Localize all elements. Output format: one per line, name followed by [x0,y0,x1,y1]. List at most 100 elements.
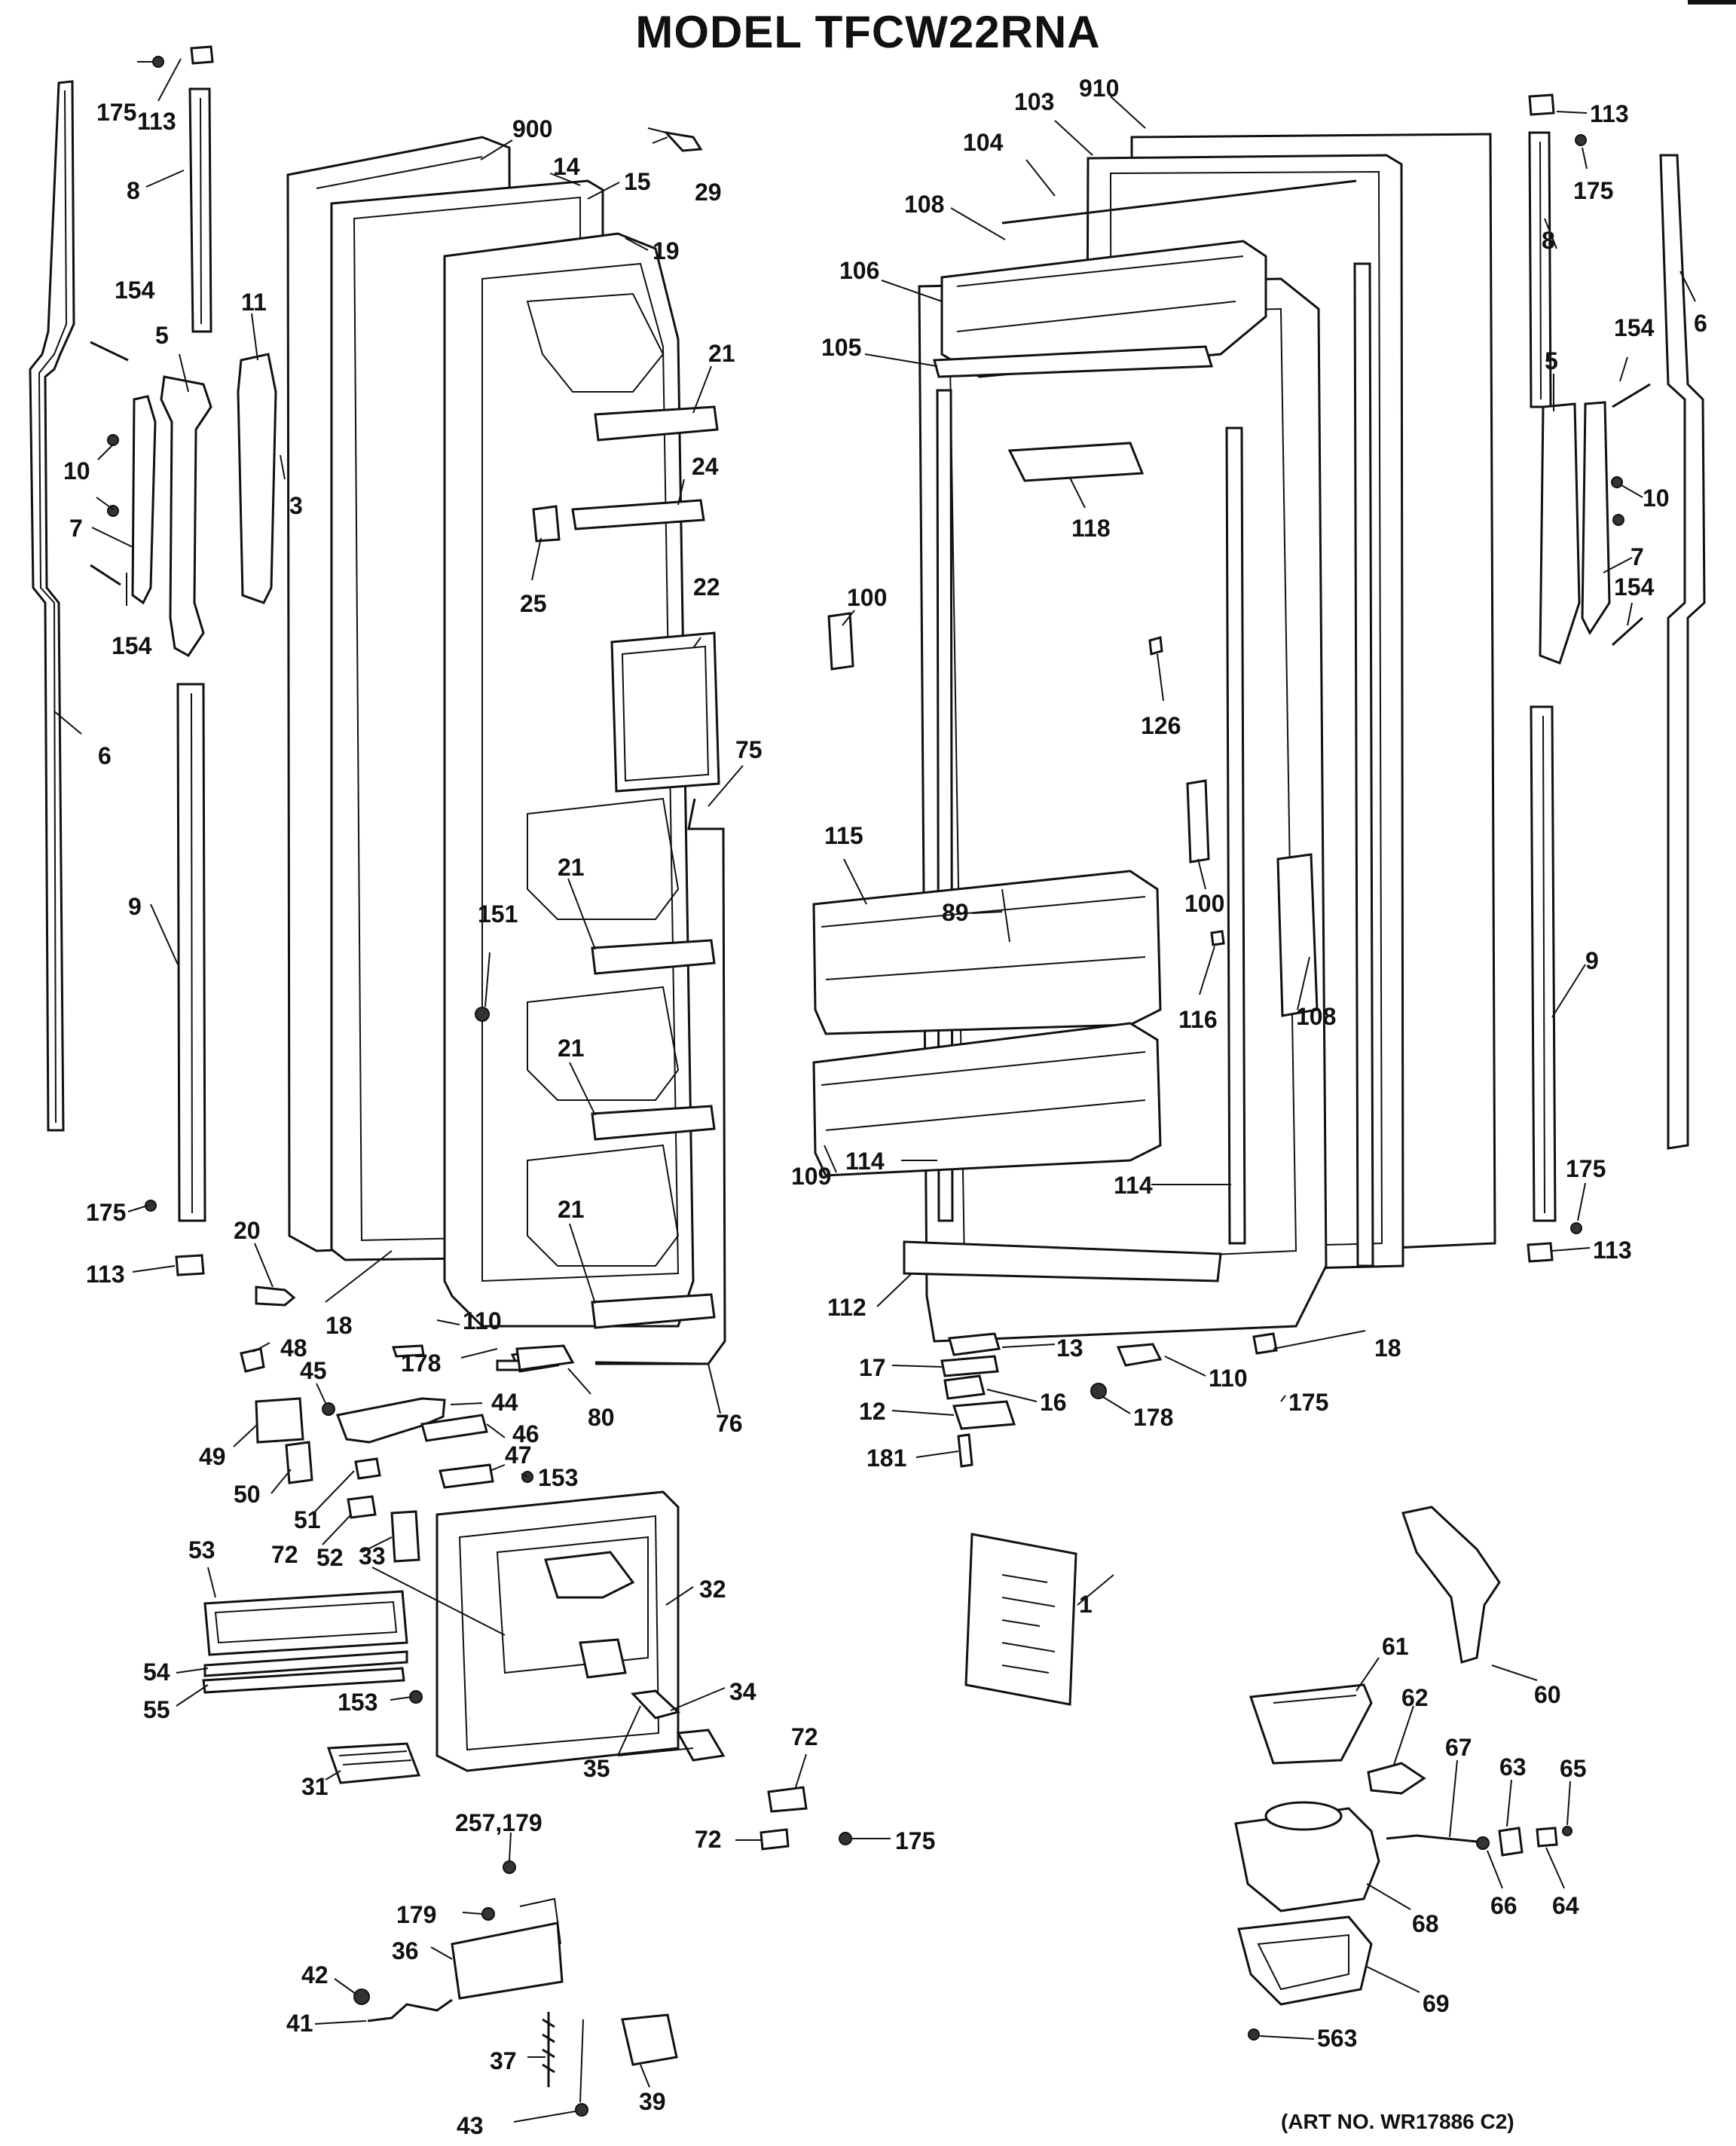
callout-5b: 5 [1545,347,1558,374]
callout-39: 39 [639,2088,666,2115]
callout-18: 18 [326,1312,353,1339]
callout-75: 75 [735,736,763,763]
callout-114b: 114 [1114,1172,1153,1199]
callout-103: 103 [1014,88,1054,115]
callout-178b: 178 [1133,1404,1173,1431]
hinge-parts [940,1332,1278,1468]
callout-54: 54 [143,1658,170,1686]
art-number: (ART NO. WR17886 C2) [1281,2110,1514,2133]
callout-126: 126 [1141,712,1181,739]
callout-21: 21 [708,340,735,367]
callout-34: 34 [729,1678,756,1705]
callout-36: 36 [392,1937,419,1964]
left-lower-trim-strip [176,683,206,1222]
left-handle-mount [237,353,277,604]
callout-113c: 113 [1590,100,1629,127]
callout-9b: 9 [1585,947,1599,974]
callout-9: 9 [128,893,142,920]
callout-7: 7 [69,515,83,542]
callout-153b: 153 [338,1689,377,1716]
dispenser-door-frame [610,631,720,793]
callout-6: 6 [98,742,112,769]
callout-51: 51 [294,1506,321,1533]
callout-65: 65 [1560,1755,1587,1782]
right-door-gasket [1659,154,1706,1150]
callout-67: 67 [1445,1734,1472,1761]
callout-110b: 110 [1209,1365,1248,1392]
callout-3: 3 [289,492,303,519]
callout-21d: 21 [558,1196,585,1223]
fresh-food-door-bins [812,442,1319,1177]
callout-49: 49 [199,1443,226,1470]
left-door-gasket [29,80,75,1132]
callout-72b: 72 [791,1723,818,1750]
callout-154: 154 [115,277,155,304]
callout-72c: 72 [695,1826,722,1853]
callout-8b: 8 [1542,227,1555,254]
callout-17: 17 [859,1354,886,1381]
callout-6b: 6 [1694,310,1707,337]
callout-61: 61 [1382,1633,1409,1660]
callout-20: 20 [234,1217,261,1244]
dairy-compartment-door [933,179,1357,378]
callout-106: 106 [839,257,879,284]
callout-113b: 113 [86,1261,125,1288]
callout-154d: 154 [1614,573,1655,601]
callout-76: 76 [716,1410,743,1437]
callout-11: 11 [241,289,267,316]
callout-153: 153 [538,1464,578,1491]
callout-21c: 21 [558,1035,585,1062]
callout-35: 35 [583,1755,610,1782]
callout-64: 64 [1552,1892,1579,1919]
callout-100b: 100 [1184,890,1224,917]
callout-29: 29 [695,179,722,206]
callout-181: 181 [866,1444,906,1472]
callout-80: 80 [588,1404,615,1431]
door-bottom-trim [903,1240,1222,1282]
callout-69: 69 [1423,1990,1450,2017]
callout-labels: 175 113 8 154 5 11 10 3 7 154 6 9 175 11… [63,75,1707,2139]
callout-154b: 154 [112,632,152,659]
lower-bracket-parts [353,1860,678,2117]
callout-104: 104 [963,129,1004,156]
callout-113d: 113 [1593,1237,1632,1264]
door-shelves-freezer [571,405,719,1329]
callout-116: 116 [1178,1006,1218,1033]
callout-175f: 175 [1566,1155,1606,1182]
callout-37: 37 [490,2047,517,2074]
callout-175e: 175 [1573,177,1613,204]
ice-chute-parts [1234,1506,1572,2041]
callout-112: 112 [827,1294,866,1321]
callout-900: 900 [512,115,552,142]
callout-43: 43 [457,2112,484,2139]
callout-48: 48 [280,1334,307,1362]
callout-16: 16 [1040,1389,1067,1416]
callout-175c: 175 [895,1827,935,1854]
callout-257-179: 257,179 [455,1809,542,1836]
callout-10: 10 [63,457,90,485]
callout-46: 46 [512,1420,539,1447]
callout-7b: 7 [1631,543,1644,570]
callout-32: 32 [699,1576,726,1603]
right-upper-trim-strip [1528,93,1587,408]
callout-14: 14 [553,153,580,180]
diagram-title: MODEL TFCW22RNA [635,7,1101,57]
callout-47: 47 [505,1441,532,1469]
callout-110: 110 [463,1307,502,1334]
callout-18b: 18 [1374,1334,1401,1362]
callout-109: 109 [791,1163,831,1190]
callout-151: 151 [478,900,518,928]
callout-33: 33 [359,1542,386,1570]
callout-115: 115 [824,822,863,849]
callout-1: 1 [1079,1591,1093,1618]
dispenser-cover-and-grille [202,1590,852,1851]
callout-21b: 21 [558,854,585,881]
callout-100: 100 [847,584,887,611]
corner-mark [1688,0,1736,5]
callout-5: 5 [155,322,169,349]
callout-68: 68 [1412,1910,1439,1937]
callout-19: 19 [653,237,680,264]
callout-105: 105 [821,334,861,361]
callout-178: 178 [401,1350,441,1377]
